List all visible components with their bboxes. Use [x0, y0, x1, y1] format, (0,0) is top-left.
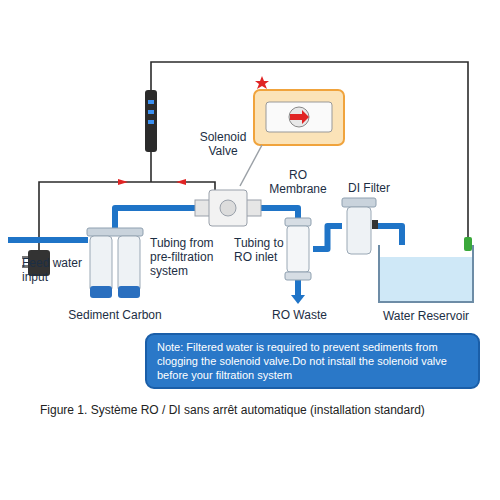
inset-valve-core — [289, 107, 309, 127]
component-label: RO Membrane — [261, 168, 335, 196]
inset-flow-arrow — [290, 110, 309, 124]
tubing-label: Tubing from pre-filtration system — [150, 236, 230, 278]
note-text: Note: Filtered water is required to prev… — [157, 340, 468, 382]
component-label: Water Reservoir — [374, 309, 478, 323]
inset-pointer — [240, 145, 262, 186]
controller-light — [148, 100, 154, 104]
controller-wire — [150, 152, 152, 182]
filter-housing: Sediment Carbon — [85, 228, 145, 300]
di-filter: DI Filter — [342, 198, 376, 254]
water-tube — [261, 208, 298, 218]
water-tube — [115, 208, 195, 228]
component-label: Sediment Carbon — [55, 308, 175, 322]
waste-tube — [295, 280, 301, 296]
controller-light — [148, 120, 154, 124]
di-filter-outline — [342, 198, 376, 254]
valve-inset — [254, 90, 344, 145]
ro-membrane-outline — [283, 218, 313, 280]
controller-light — [148, 110, 154, 114]
tubing-label: RO Waste — [272, 308, 332, 322]
water-tube — [376, 226, 402, 245]
feed-tube — [8, 237, 88, 243]
waste-arrow — [291, 295, 305, 304]
direction-arrow — [118, 179, 128, 185]
ro-membrane: RO Membrane — [283, 218, 313, 280]
figure-caption: Figure 1. Système RO / DI sans arrêt aut… — [40, 403, 490, 418]
water-tank-outline — [378, 245, 474, 303]
solenoid-valve: Solenoid Valve — [195, 188, 261, 228]
direction-arrow — [176, 179, 186, 185]
tubing-label: Tubing to RO inlet — [234, 236, 284, 264]
filter-housing-outline — [85, 228, 145, 300]
tubing-label: Feed water input — [22, 256, 84, 284]
water-tube — [313, 226, 342, 249]
water-tank: Water Reservoir — [378, 245, 474, 303]
component-label: DI Filter — [338, 181, 400, 195]
note-band: Note: Filtered water is required to prev… — [145, 333, 480, 389]
highlight-star — [255, 76, 269, 89]
component-label: Solenoid Valve — [195, 130, 251, 158]
solenoid-valve-outline — [195, 188, 261, 228]
inset-valve-body — [266, 102, 332, 132]
float-switch-wire — [151, 62, 468, 237]
controller-box — [145, 90, 157, 152]
